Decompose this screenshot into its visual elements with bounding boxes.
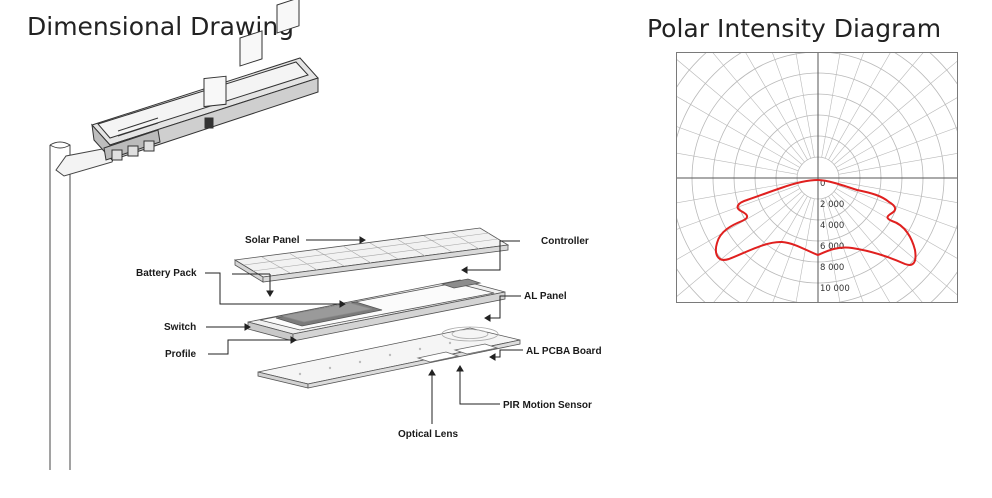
polar-spoke — [677, 181, 798, 204]
polar-intensity-diagram: 0 2 000 4 000 6 000 8 000 10 000 — [676, 52, 958, 303]
polar-spoke — [838, 181, 957, 203]
polar-spoke — [828, 53, 891, 160]
callout-controller: Controller — [541, 236, 589, 247]
polar-spoke — [713, 193, 805, 302]
polar-spoke — [677, 152, 798, 175]
callout-switch: Switch — [164, 322, 196, 333]
pcba-board-part — [257, 326, 521, 389]
polar-spoke — [838, 153, 957, 175]
callout-labels: Solar Panel Controller Battery Pack AL P… — [136, 235, 602, 440]
callout-optical-lens: Optical Lens — [398, 429, 458, 440]
polar-spoke — [824, 197, 864, 302]
solar-panel-part — [233, 227, 510, 283]
callout-pir-motion-sensor: PIR Motion Sensor — [503, 400, 592, 411]
polar-spoke — [772, 197, 812, 302]
ring-label-6000: 6 000 — [820, 242, 844, 252]
exploded-view — [233, 227, 521, 389]
polar-spoke — [677, 191, 803, 297]
intensity-curve — [714, 178, 917, 266]
polar-spoke — [836, 97, 957, 168]
polar-grid-spokes — [677, 53, 957, 302]
polar-spoke — [833, 191, 957, 296]
polar-spoke — [677, 188, 800, 260]
polar-spoke — [712, 53, 805, 163]
callout-battery-pack: Battery Pack — [136, 268, 197, 279]
polar-spoke — [837, 127, 957, 172]
callout-solar-panel: Solar Panel — [245, 235, 300, 246]
polar-grid: 0 2 000 4 000 6 000 8 000 10 000 — [677, 53, 957, 302]
dimensional-drawing: Solar Panel Controller Battery Pack AL P… — [49, 0, 602, 470]
ring-label-4000: 4 000 — [820, 221, 844, 231]
polar-spoke — [677, 126, 799, 172]
ring-label-2000: 2 000 — [820, 200, 844, 210]
polar-spoke — [821, 198, 841, 302]
polar-spoke — [795, 53, 815, 158]
street-light-head — [91, 0, 319, 162]
polar-spoke — [821, 53, 841, 158]
polar-ring-labels: 0 2 000 4 000 6 000 8 000 10 000 — [820, 179, 850, 294]
ring-label-8000: 8 000 — [820, 263, 844, 273]
polar-spoke — [745, 53, 808, 160]
polar-spoke — [828, 196, 890, 302]
polar-spoke — [824, 53, 864, 159]
street-light-pole — [49, 141, 119, 470]
polar-spoke — [831, 193, 923, 302]
polar-spoke — [831, 53, 924, 163]
polar-spoke — [836, 188, 957, 259]
polar-spoke — [677, 96, 800, 168]
polar-spoke — [772, 53, 812, 159]
callout-al-panel: AL Panel — [524, 291, 567, 302]
polar-spoke — [746, 196, 808, 302]
callout-al-pcba-board: AL PCBA Board — [526, 346, 602, 357]
ring-label-10000: 10 000 — [820, 284, 850, 294]
polar-spoke — [833, 60, 957, 165]
ring-label-0: 0 — [820, 179, 825, 189]
polar-intensity-title: Polar Intensity Diagram — [647, 14, 942, 43]
polar-spoke — [837, 184, 957, 229]
callout-profile: Profile — [165, 349, 197, 360]
polar-spoke — [677, 59, 803, 165]
polar-spoke — [677, 184, 799, 230]
polar-spoke — [795, 198, 815, 302]
callout-leaders — [205, 236, 523, 424]
